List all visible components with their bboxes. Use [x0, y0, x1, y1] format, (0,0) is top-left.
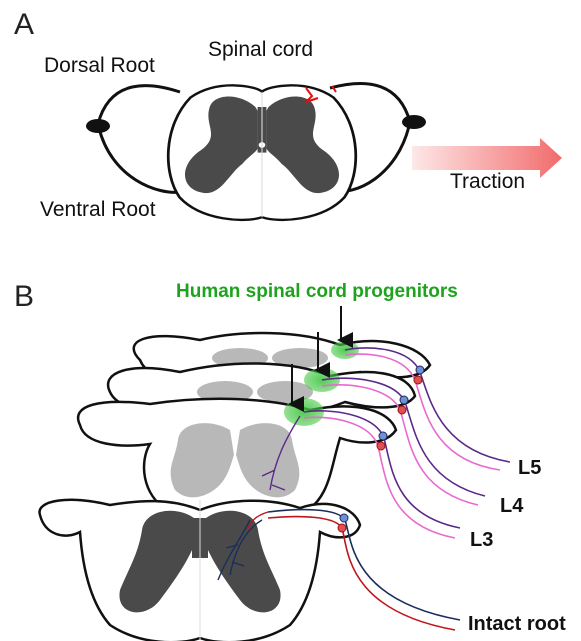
panel-a-cord: [168, 85, 356, 220]
root-label-l5: L5: [518, 457, 541, 479]
root-label-l4: L4: [500, 495, 524, 517]
ventral-root-label: Ventral Root: [40, 198, 156, 221]
progenitors-label: Human spinal cord progenitors: [176, 281, 458, 302]
right-ganglion: [402, 115, 426, 129]
traction-label: Traction: [450, 170, 525, 193]
panel-b-letter: B: [14, 280, 34, 313]
front-slice: [40, 500, 360, 641]
left-ganglion: [86, 119, 110, 133]
spinal-cord-label: Spinal cord: [208, 38, 313, 61]
panel-a-letter: A: [14, 8, 34, 41]
left-root-outline: [98, 86, 180, 193]
intact-root-label: Intact root: [468, 613, 566, 635]
root-label-l3: L3: [470, 529, 493, 551]
dorsal-root-label: Dorsal Root: [44, 54, 155, 77]
